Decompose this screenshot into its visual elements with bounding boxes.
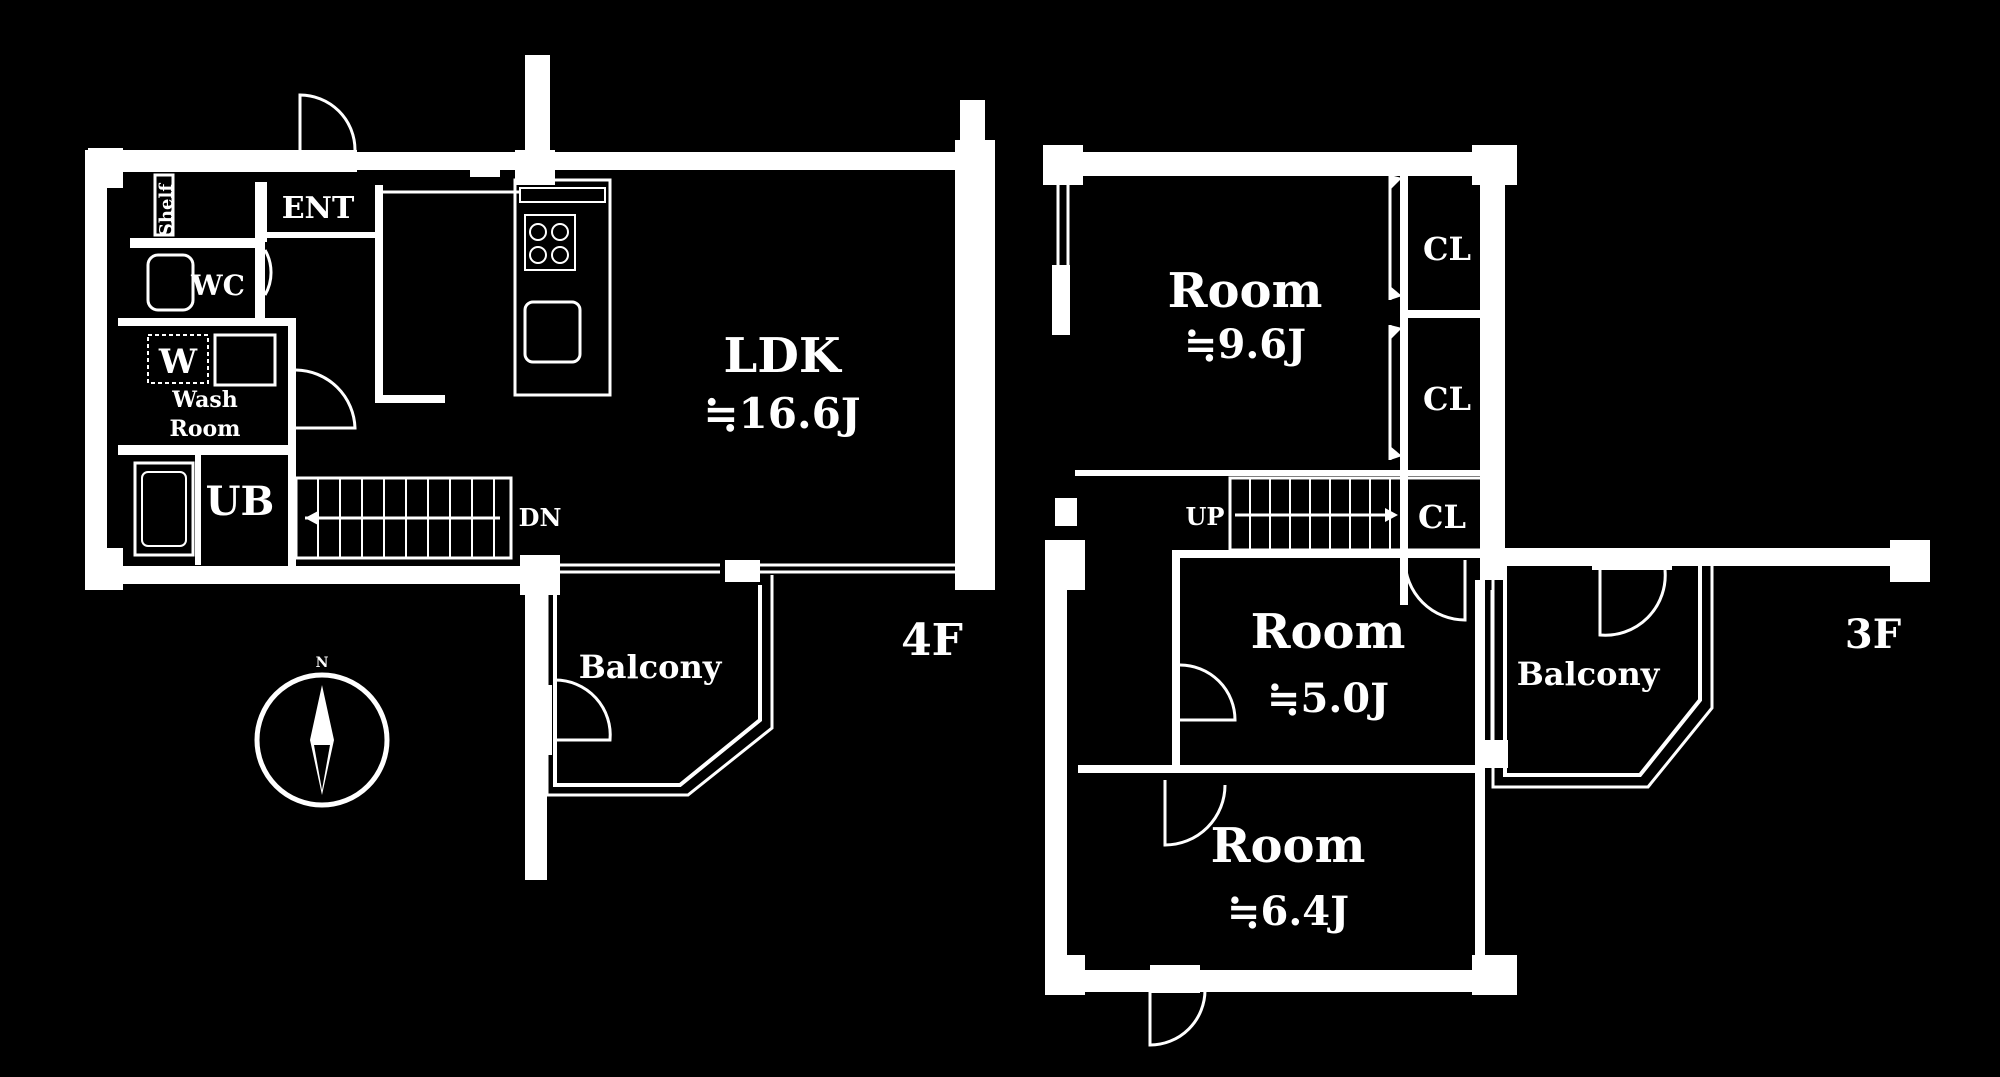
floor-4f: LDK ≒16.6J ENT WC Shelf W Wash Room UB D… <box>85 55 995 880</box>
bath-fixtures <box>133 173 357 557</box>
compass-icon: N <box>254 655 390 808</box>
room-a-size-label: ≒9.6J <box>1184 321 1306 368</box>
room-b-size-label: ≒5.0J <box>1267 675 1389 722</box>
ldk-label: LDK <box>723 328 842 384</box>
wash-room-label-line2: Room <box>170 416 241 442</box>
shelf-label: Shelf <box>156 183 177 236</box>
washer-label: W <box>158 342 198 382</box>
floor-3f-label: 3F <box>1845 611 1901 658</box>
windows-3f <box>1052 185 1494 740</box>
wash-room-label-line1: Wash <box>171 387 237 413</box>
wc-label: WC <box>190 269 245 302</box>
stairs-up-label: UP <box>1186 502 1225 531</box>
ent-label: ENT <box>282 191 355 226</box>
compass-north-label: N <box>316 655 329 671</box>
kitchen-counter <box>513 178 612 397</box>
walls-3f <box>1043 145 1930 995</box>
room-c-label: Room <box>1211 818 1366 874</box>
floor-3f: Room ≒9.6J CL CL CL UP Room ≒5.0J Room ≒… <box>1043 145 1930 1047</box>
room-a-label: Room <box>1168 263 1323 319</box>
ldk-size-label: ≒16.6J <box>703 389 860 438</box>
doors-3f <box>1148 548 1672 1047</box>
balcony-4f <box>538 575 774 797</box>
room-b-label: Room <box>1251 604 1406 660</box>
room-c-size-label: ≒6.4J <box>1227 888 1349 935</box>
entrance-door <box>295 93 357 172</box>
stairs-3f <box>1228 476 1407 552</box>
cl1-label: CL <box>1423 230 1471 268</box>
floor-4f-label: 4F <box>901 615 963 666</box>
cl3-label: CL <box>1418 498 1466 536</box>
stairs-4f <box>294 476 513 560</box>
balcony-3f-label: Balcony <box>1517 655 1661 693</box>
cl2-label: CL <box>1423 380 1471 418</box>
ub-label: UB <box>206 478 275 525</box>
stairs-dn-label: DN <box>519 503 562 532</box>
balcony-4f-label: Balcony <box>579 648 723 686</box>
windows-4f <box>380 155 955 582</box>
